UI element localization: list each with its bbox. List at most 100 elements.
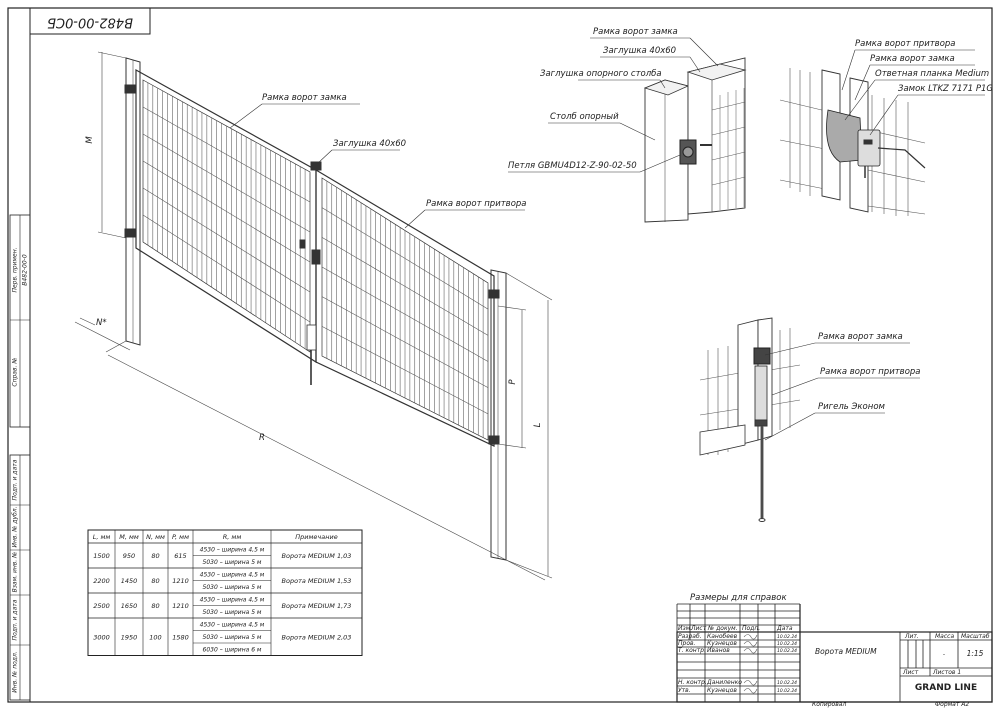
bolt-label-rigel: Ригель Эконом xyxy=(818,402,886,412)
tb-role-0: Разраб. xyxy=(678,633,702,640)
tb-date-5: 10.02.24 xyxy=(777,688,797,694)
tb-name-1: Кузнецов xyxy=(707,640,737,647)
dim-label-l: L xyxy=(533,422,543,427)
spec-cell-1-3: 1210 xyxy=(172,577,189,585)
side-perv-primen-value: В482-00-0 xyxy=(22,254,29,286)
hinge-label-ramka-zamka: Рамка ворот замка xyxy=(593,27,678,37)
spec-cell-2-3: 1210 xyxy=(172,602,189,610)
right-leaf-mesh xyxy=(321,181,489,438)
tb-name-5: Кузнецов xyxy=(707,687,737,694)
tb-name-4: Даниленко xyxy=(706,679,742,686)
dim-label-p: P xyxy=(508,379,518,385)
side-inv-podl: Инв. № подл. xyxy=(12,651,19,692)
spec-r-3-0: 4530 – ширина 4,5 м xyxy=(200,622,265,629)
spec-header-3: P, мм xyxy=(172,533,189,541)
tb-kopiroval: Копировал xyxy=(812,701,846,708)
tb-col-data: Дата xyxy=(776,625,793,632)
tb-signature-0 xyxy=(743,634,758,640)
spec-cell-0-1: 950 xyxy=(123,552,135,560)
tb-signature-1 xyxy=(743,641,758,647)
tb-date-4: 10.02.24 xyxy=(777,680,797,686)
spec-cell-0-2: 80 xyxy=(151,552,159,560)
center-cap xyxy=(310,161,322,171)
spec-r-1-1: 5030 – ширина 5 м xyxy=(203,584,262,591)
hinge-label-zaglushka-stolba: Заглушка опорного столба xyxy=(540,69,662,79)
lock-body-detail xyxy=(857,129,881,167)
tb-col-dokum: № докум. xyxy=(707,625,738,632)
hinge-top-right xyxy=(488,289,500,299)
spec-cell-3-3: 1580 xyxy=(172,633,189,641)
tb-list-label: Лист xyxy=(902,669,919,676)
label-ramka-pritvora: Рамка ворот притвора xyxy=(426,199,527,209)
side-strip: Перв. примен. В482-00-0 Справ. № Подп. и… xyxy=(9,214,31,701)
lock-label-ramka-zamka: Рамка ворот замка xyxy=(870,54,955,64)
dim-label-m: M xyxy=(85,136,95,144)
tb-date-1: 10.02.24 xyxy=(777,641,797,647)
spec-cell-1-0: 2200 xyxy=(93,577,110,585)
side-sprav-label: Справ. № xyxy=(12,357,19,386)
tb-signature-5 xyxy=(743,688,758,694)
tb-col-podp: Подп. xyxy=(742,625,760,632)
sheet-frame xyxy=(7,7,993,703)
spec-header-0: L, мм xyxy=(93,533,111,541)
lock-label-ramka-pritvora: Рамка ворот притвора xyxy=(855,39,956,49)
tb-signature-2 xyxy=(743,648,758,654)
hinge-top-left xyxy=(124,84,136,94)
detail-bolt xyxy=(699,317,920,522)
tb-lit-label: Лит. xyxy=(904,633,919,640)
spec-r-3-2: 6030 – ширина 6 м xyxy=(203,647,262,654)
spec-cell-0-3: 615 xyxy=(174,552,186,560)
dimension-lines xyxy=(74,51,553,581)
doc-code-box xyxy=(29,7,151,35)
hinge-bottom-left xyxy=(124,228,136,238)
spec-header-5: Примечание xyxy=(295,533,337,541)
spec-cell-3-0: 3000 xyxy=(93,633,110,641)
right-leaf-frame xyxy=(315,168,495,447)
gate-main-view xyxy=(74,51,553,581)
tb-format: Формат А2 xyxy=(935,701,969,708)
spec-r-0-0: 4530 – ширина 4,5 м xyxy=(200,547,265,554)
tb-col-list: Лист xyxy=(690,625,707,632)
tb-date-2: 10.02.24 xyxy=(777,648,797,654)
side-perv-primen-label: Перв. примен. xyxy=(12,247,19,292)
side-podp-data-1: Подп. и дата xyxy=(12,459,19,500)
tb-role-5: Утв. xyxy=(678,687,691,694)
tb-masshtab-value: 1:15 xyxy=(967,649,984,658)
label-zaglushka: Заглушка 40х60 xyxy=(333,139,406,149)
tb-name-0: Канобеев xyxy=(707,633,738,640)
spec-cell-2-1: 1650 xyxy=(121,602,138,610)
tb-massa-label: Масса xyxy=(935,633,954,640)
spec-note-3: Ворота MEDIUM 2,03 xyxy=(282,633,352,641)
spec-cell-2-2: 80 xyxy=(151,602,159,610)
side-inv-dubl: Инв. № дубл. xyxy=(12,506,19,547)
lock-label-zamok: Замок LTKZ 7171 P1G xyxy=(898,84,993,94)
tb-name-2: Иванов xyxy=(707,647,730,654)
hinge-label-petlya: Петля GBMU4D12-Z-90-02-50 xyxy=(508,161,637,171)
tb-role-1: Пров. xyxy=(678,640,696,647)
spec-r-3-1: 5030 – ширина 5 м xyxy=(203,634,262,641)
tb-date-0: 10.02.24 xyxy=(777,634,797,640)
spec-note-0: Ворота MEDIUM 1,03 xyxy=(282,552,352,560)
tb-listov-label: Листов 1 xyxy=(932,669,961,676)
doc-code: В482-00-0СБ xyxy=(47,15,133,30)
dim-label-n: N* xyxy=(96,318,107,328)
label-ramka-zamka: Рамка ворот замка xyxy=(262,93,347,103)
hinge-bottom-right xyxy=(488,435,500,445)
spec-r-2-1: 5030 – ширина 5 м xyxy=(203,609,262,616)
spec-r-0-1: 5030 – ширина 5 м xyxy=(203,559,262,566)
spec-note-2: Ворота MEDIUM 1,73 xyxy=(282,602,352,610)
spec-cell-3-1: 1950 xyxy=(121,633,138,641)
bolt-guide-top xyxy=(753,347,771,365)
spec-cell-2-0: 2500 xyxy=(93,602,110,610)
hinge-label-stolb: Столб опорный xyxy=(550,112,619,122)
lock-label-planka: Ответная планка Medium xyxy=(875,69,989,79)
bolt-housing-detail xyxy=(754,365,768,421)
right-post xyxy=(490,269,507,561)
tb-signature-4 xyxy=(743,680,758,686)
spec-cell-0-0: 1500 xyxy=(93,552,110,560)
tb-company-logo: GRAND LINE xyxy=(915,683,977,693)
ref-dimensions-note: Размеры для справок xyxy=(690,593,787,603)
